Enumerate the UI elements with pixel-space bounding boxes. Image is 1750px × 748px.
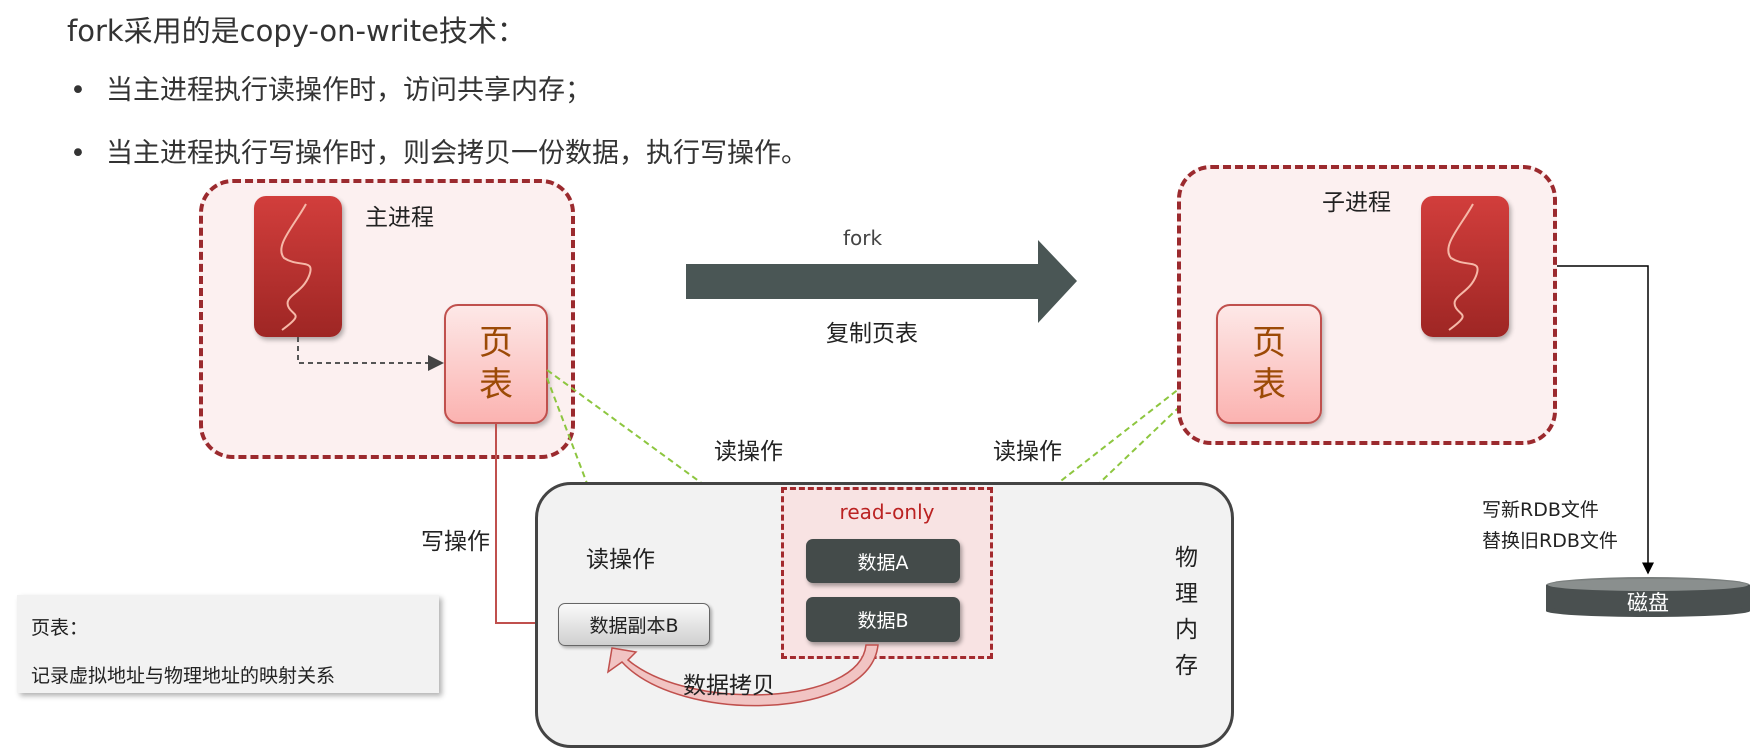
label-char: 存 (1175, 653, 1198, 679)
main-page-table: 页 表 (444, 304, 548, 424)
data-a: 数据A (806, 539, 960, 583)
main-process-label: 主进程 (365, 205, 434, 231)
data-b: 数据B (806, 597, 960, 642)
page-table-char: 页 (479, 322, 513, 363)
label-char: 内 (1175, 617, 1198, 643)
page-table-char: 表 (1252, 365, 1286, 405)
heading: fork采用的是copy-on-write技术： (67, 14, 526, 48)
data-copy-b: 数据副本B (558, 603, 710, 646)
read-arrow-child-a (960, 359, 1217, 560)
disk-label: 磁盘 (1627, 591, 1669, 615)
bullet-text: 当主进程执行写操作时，则会拷贝一份数据，执行写操作。 (106, 138, 808, 169)
page-table-char: 页 (1252, 322, 1286, 363)
child-page-table: 页 表 (1216, 304, 1322, 424)
copy-label: 数据拷贝 (683, 673, 775, 699)
page-table-char: 表 (479, 365, 513, 405)
read-only-label: read-only (839, 500, 935, 524)
main-process-icon (254, 196, 342, 337)
physical-memory-label: 物 理 内 存 (1175, 540, 1205, 684)
label-char: 理 (1175, 581, 1198, 607)
legend-title: 页表： (31, 617, 89, 639)
fork-arrow (686, 240, 1077, 323)
legend-text: 记录虚拟地址与物理地址的映射关系 (31, 665, 336, 687)
rdb-labels: 写新RDB文件 替换旧RDB文件 (1482, 495, 1618, 557)
bullet-write: • 当主进程执行写操作时，则会拷贝一份数据，执行写操作。 (70, 131, 808, 170)
bullet-read: • 当主进程执行读操作时，访问共享内存； (70, 68, 592, 107)
write-op-label: 写操作 (421, 529, 490, 555)
disk: 磁盘 (1546, 575, 1750, 619)
child-process-icon (1421, 196, 1509, 337)
main-dashed-arrow (297, 337, 444, 371)
copy-curve (606, 644, 879, 707)
rdb-label-write: 写新RDB文件 (1482, 499, 1599, 521)
legend-box: 页表： 记录虚拟地址与物理地址的映射关系 (17, 595, 439, 693)
read-op-label-child: 读操作 (993, 439, 1062, 465)
rdb-label-replace: 替换旧RDB文件 (1482, 530, 1618, 552)
copy-page-table-label: 复制页表 (826, 321, 918, 347)
read-op-label-main: 读操作 (714, 439, 783, 465)
label-char: 物 (1175, 545, 1198, 571)
copy-curve-arrow (606, 644, 879, 707)
read-op-label-copy: 读操作 (586, 547, 655, 573)
bullet-dot: • (70, 138, 86, 169)
bullet-text: 当主进程执行读操作时，访问共享内存； (106, 75, 592, 106)
bullet-dot: • (70, 75, 86, 106)
child-process-label: 子进程 (1322, 190, 1391, 216)
fork-label: fork (843, 226, 883, 250)
